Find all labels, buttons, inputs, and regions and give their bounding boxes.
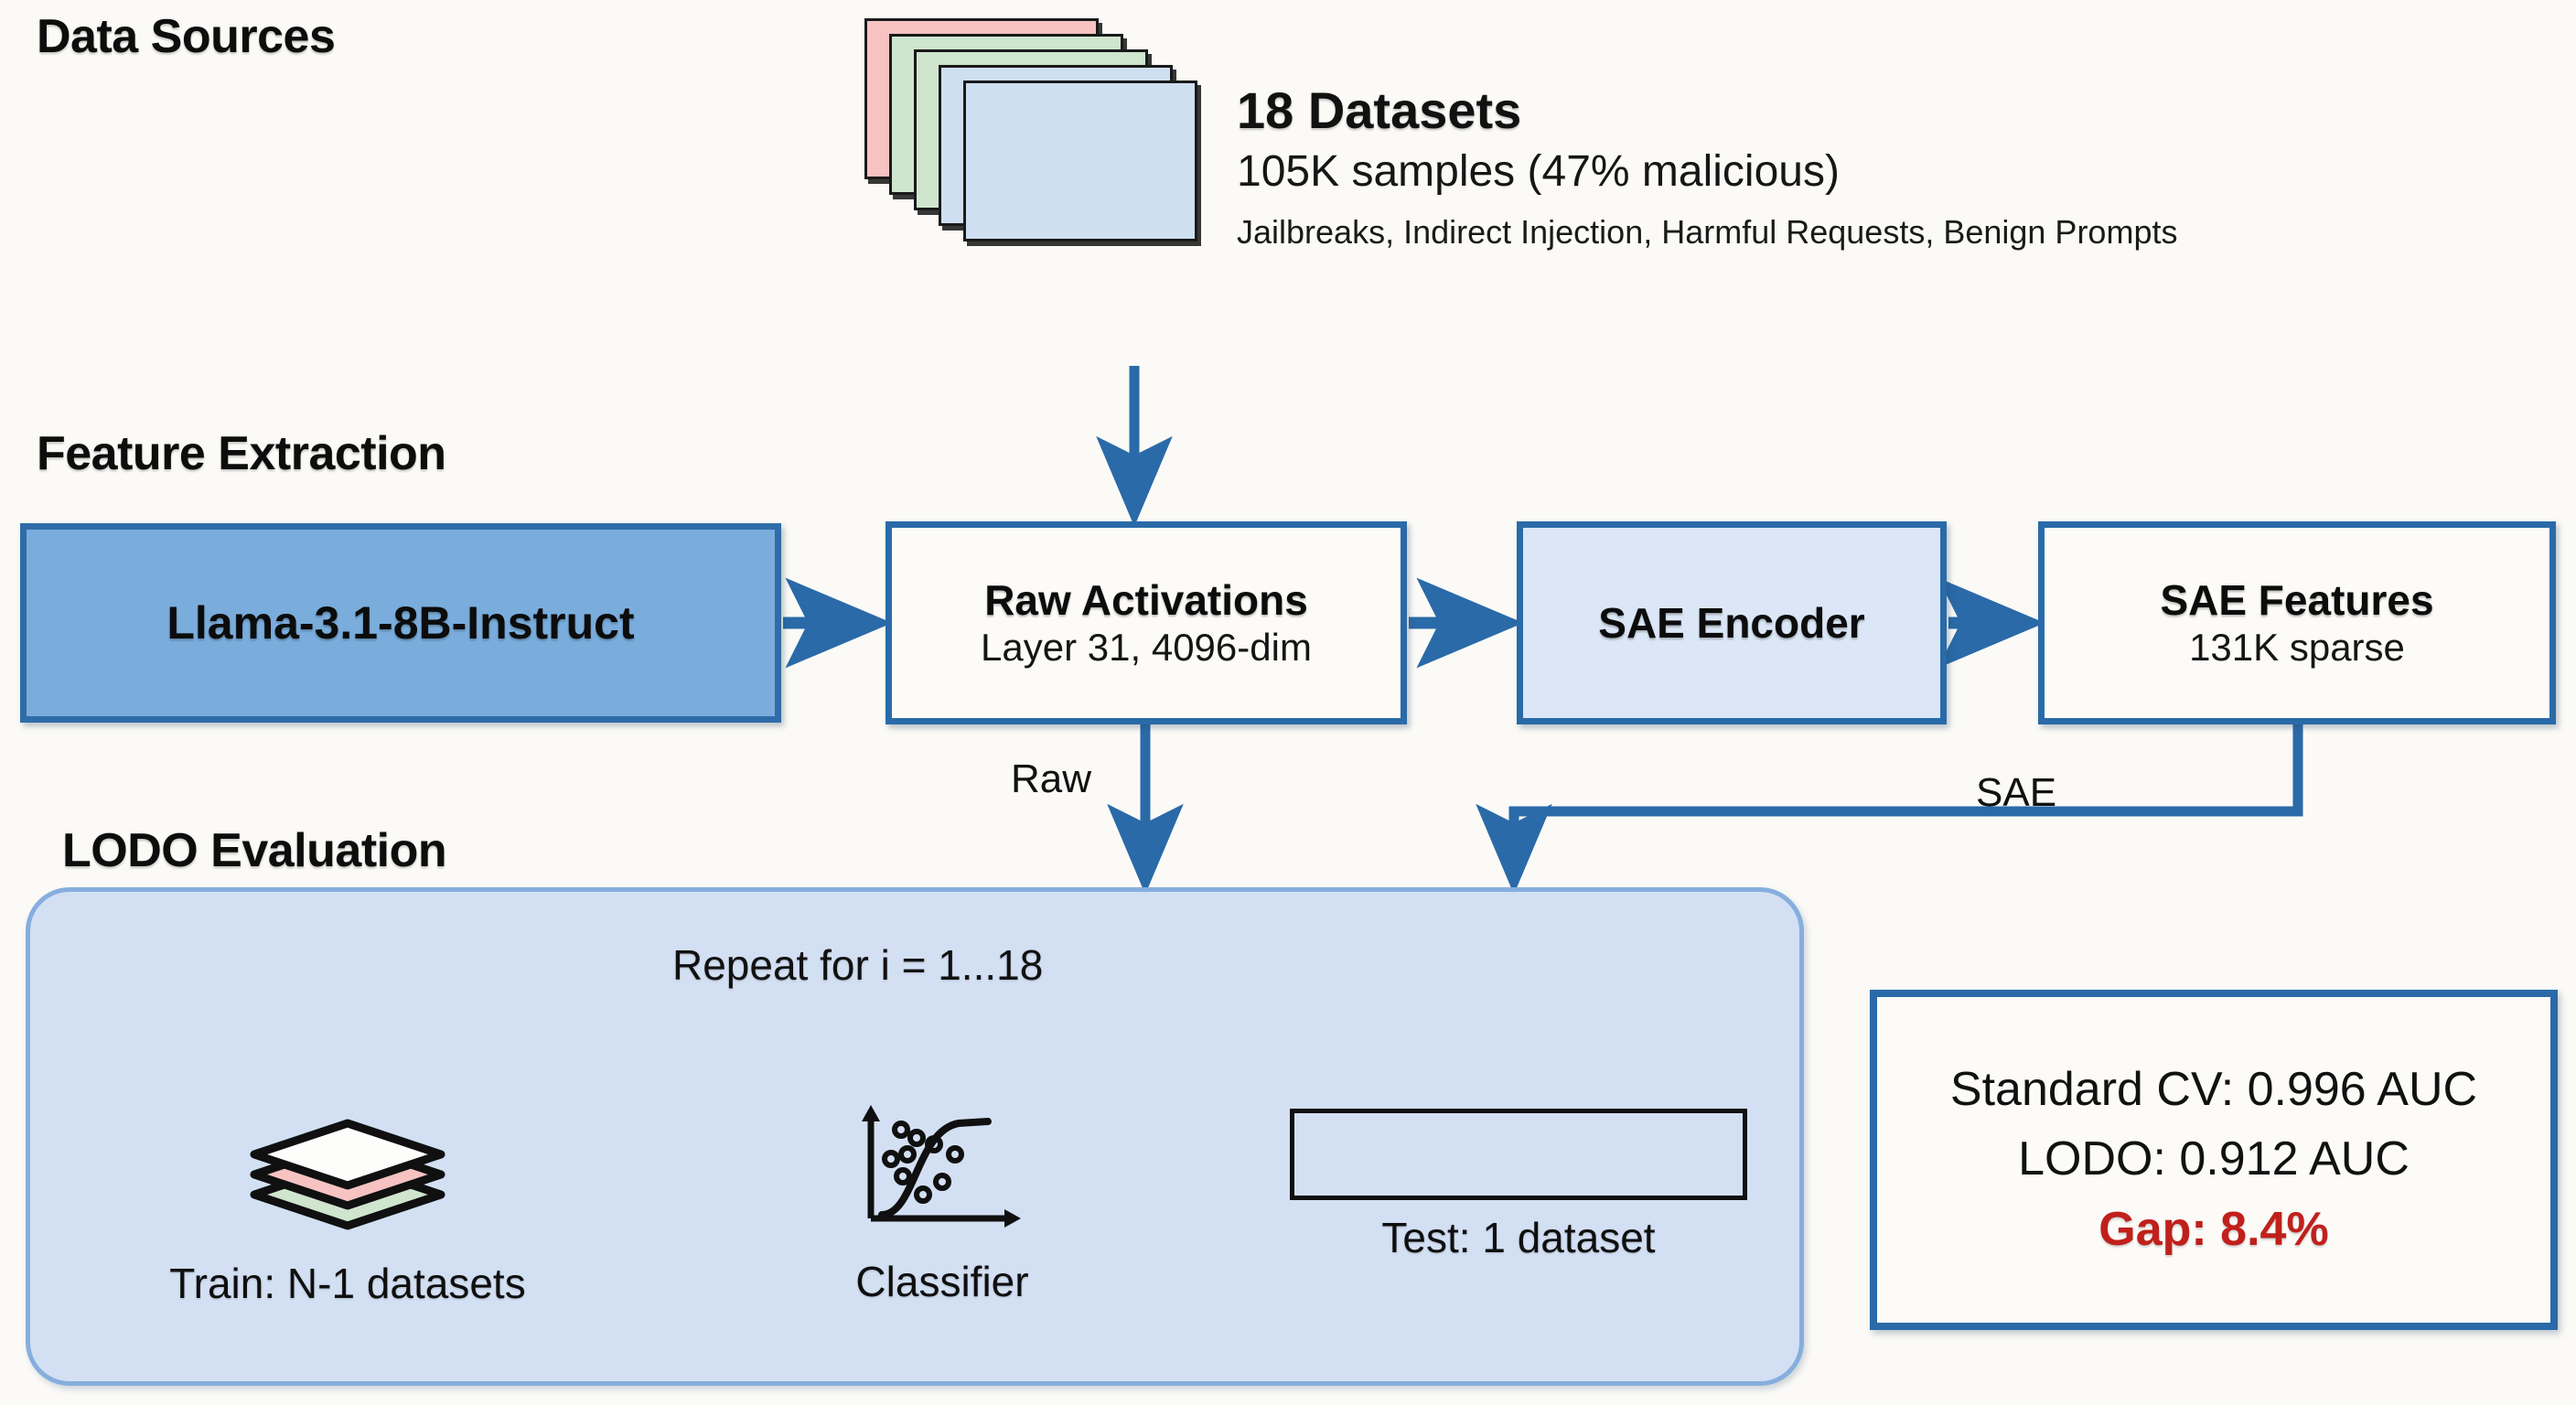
- dataset-count-title: 18 Datasets: [1237, 81, 1522, 139]
- pipeline-box-model[interactable]: Llama-3.1-8B-Instruct: [20, 523, 781, 723]
- empty-rectangle-icon: [1290, 1109, 1747, 1200]
- lodo-test-caption: Test: 1 dataset: [1381, 1214, 1656, 1261]
- section-label-lodo-evaluation: LODO Evaluation: [62, 824, 447, 877]
- section-label-data-sources: Data Sources: [37, 10, 336, 63]
- model-name-label: Llama-3.1-8B-Instruct: [166, 596, 635, 649]
- dataset-card: [963, 80, 1197, 241]
- results-summary-box: Standard CV: 0.996 AUC LODO: 0.912 AUC G…: [1870, 990, 2558, 1330]
- sae-encoder-title: SAE Encoder: [1598, 598, 1865, 647]
- lodo-train-item: Train: N-1 datasets: [55, 1109, 640, 1308]
- lodo-train-caption: Train: N-1 datasets: [169, 1260, 526, 1307]
- result-lodo: LODO: 0.912 AUC: [2018, 1132, 2410, 1185]
- edge-label-sae: SAE: [1976, 770, 2057, 815]
- raw-activations-subtitle: Layer 31, 4096-dim: [981, 626, 1312, 670]
- pipeline-box-sae-encoder[interactable]: SAE Encoder: [1517, 521, 1947, 724]
- dataset-sample-count: 105K samples (47% malicious): [1237, 146, 1840, 196]
- layers-stack-icon: [250, 1119, 445, 1230]
- section-label-feature-extraction: Feature Extraction: [37, 427, 446, 480]
- sae-features-subtitle: 131K sparse: [2189, 626, 2405, 670]
- pipeline-box-sae-features[interactable]: SAE Features 131K sparse: [2038, 521, 2556, 724]
- pipeline-box-raw-activations[interactable]: Raw Activations Layer 31, 4096-dim: [886, 521, 1407, 724]
- result-gap-badge: Gap: 8.4%: [2098, 1203, 2329, 1257]
- edge-label-raw: Raw: [1011, 756, 1092, 801]
- dataset-category-list: Jailbreaks, Indirect Injection, Harmful …: [1237, 213, 2178, 252]
- raw-activations-title: Raw Activations: [984, 575, 1308, 624]
- result-standard-cv: Standard CV: 0.996 AUC: [1949, 1062, 2478, 1116]
- lodo-classifier-caption: Classifier: [855, 1258, 1029, 1305]
- lodo-classifier-item: Classifier: [750, 1098, 1134, 1306]
- arrow-sae-branch: [1476, 724, 2303, 895]
- dataset-card-stack-icon: [864, 18, 1249, 241]
- dataset-summary: 18 Datasets 105K samples (47% malicious)…: [1237, 81, 2178, 252]
- lodo-repeat-label: Repeat for i = 1...18: [672, 941, 1044, 989]
- scatter-plot-icon: [862, 1105, 1021, 1228]
- lodo-test-item: Test: 1 dataset: [1262, 1109, 1775, 1262]
- sae-features-title: SAE Features: [2160, 575, 2434, 624]
